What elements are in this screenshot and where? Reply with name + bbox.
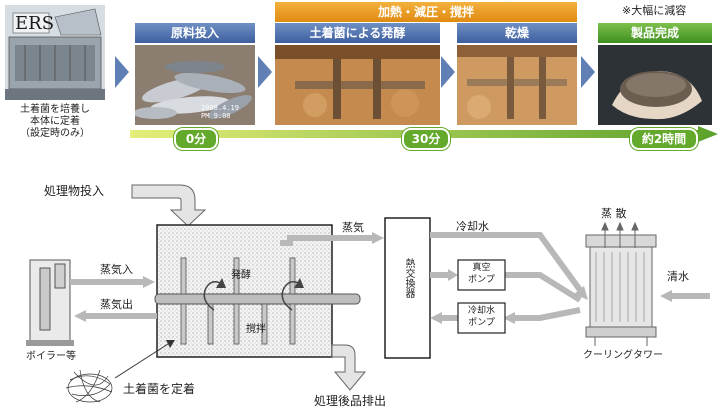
cooling-pump-label: 冷却水 ポンプ [458,305,505,329]
output-arrow [332,345,365,390]
step-header-raw-input: 原料投入 [135,23,255,43]
input-label: 処理物投入 [44,185,104,198]
input-arrow [132,185,205,226]
step-header-fermentation: 土着菌による発酵 [275,23,440,43]
fermentation-label: 発酵 [231,269,251,282]
photo-fermentation [275,45,440,125]
cooling-pump-pipe [515,310,580,318]
volume-reduction-note: ※大幅に減容 [622,4,686,17]
timeline-badge-30min: 30分 [402,128,450,150]
photo-finished-product [598,45,712,125]
fresh-water-label: 清水 [667,270,689,283]
vacuum-pump-label-1: 真空 [458,262,505,274]
process-diagram-graphics [0,150,720,415]
cooling-pump-label-1: 冷却水 [458,305,505,317]
group-header-heat-vacuum-stir: 加熱・減圧・撹拌 [275,2,577,22]
flow-chevron-3 [441,56,455,88]
steam-in-label: 蒸気入 [100,263,133,276]
vacuum-pump-label-2: ポンプ [458,274,505,286]
agitator-shaft [155,294,360,304]
cooling-pump-label-2: ポンプ [458,317,505,329]
photo-timestamp: 2008.4.19 PM 9:08 [201,104,239,120]
cooling-tower-label: クーリングタワー [583,349,663,362]
vacuum-pump-label: 真空 ポンプ [458,262,505,286]
step-header-drying: 乾燥 [457,23,577,43]
photo-timestamp-date: 2008.4.19 [201,104,239,112]
boiler-label: ボイラー等 [26,350,76,363]
ers-caption: 土着菌を培養し 本体に定着 （設定時のみ） [5,104,105,140]
ers-caption-line-2: 本体に定着 [5,116,105,128]
photo-timestamp-time: PM 9:08 [201,112,239,120]
photo-raw-fish: 2008.4.19 PM 9:08 [135,45,255,125]
cooling-water-label: 冷却水 [456,220,489,233]
step-header-product-complete: 製品完成 [598,23,712,43]
steam-label: 蒸気 [342,221,364,234]
stirring-label: 撹拌 [246,323,266,336]
timeline-badge-2hours: 約2時間 [630,128,698,150]
flow-chevron-4 [581,56,595,88]
ers-logo: ERS [15,13,54,34]
microbe-label: 土着菌を定着 [123,383,195,396]
steam-out-label: 蒸気出 [100,298,133,311]
evaporation-label: 蒸 散 [601,207,627,220]
output-label: 処理後品排出 [314,395,386,408]
flow-chevron-2 [258,56,272,88]
boiler [26,260,74,346]
microbe-ball [66,370,112,402]
photo-drying [457,45,577,125]
timeline-badge-0min: 0分 [174,128,218,150]
ers-machine-photo: ERS [5,5,105,100]
flow-chevron-1 [115,56,129,88]
cooling-tower [586,235,656,346]
ers-caption-line-1: 土着菌を培養し [5,104,105,116]
heat-exchanger-label: 熱交換器 [401,258,415,298]
ers-caption-line-3: （設定時のみ） [5,128,105,140]
